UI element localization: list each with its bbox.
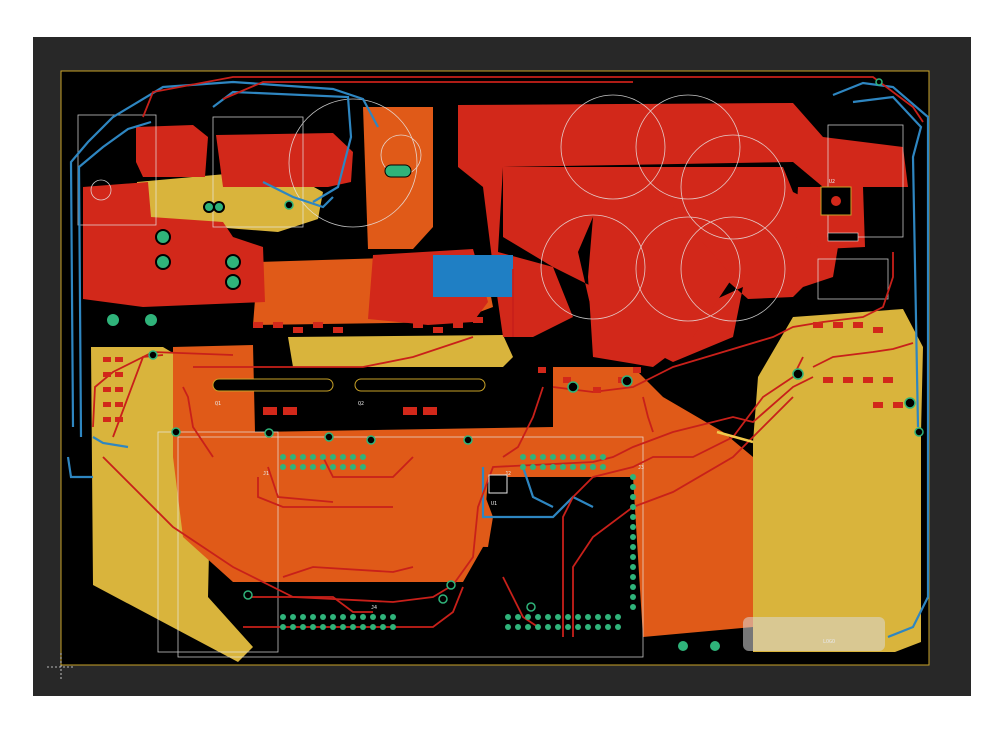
vias (105, 78, 924, 653)
header-j5 (505, 614, 621, 630)
top-copper-large-pours (83, 103, 908, 367)
pcb-viewport[interactable]: LOGO J1 J2 J3 J4 U1 U2 Q1 Q2 (33, 37, 971, 696)
logo-silkscreen: LOGO (743, 617, 885, 651)
blue-pour-region (433, 255, 513, 297)
ic-footprint-u2 (820, 186, 859, 242)
bottom-copper-pours (91, 169, 923, 662)
designators: J1 J2 J3 J4 U1 U2 Q1 Q2 (215, 179, 835, 611)
origin-crosshair-icon (47, 653, 75, 681)
designator-j2: J2 (505, 471, 511, 477)
designator-q2: Q2 (358, 401, 364, 407)
designator-q1: Q1 (215, 401, 221, 407)
header-j2 (520, 454, 606, 470)
designator-u1: U1 (491, 501, 497, 507)
header-j3 (630, 474, 636, 610)
highlighted-trace (716, 430, 754, 444)
smd-components (103, 317, 903, 422)
header-j4 (280, 614, 396, 630)
pcb-canvas[interactable]: LOGO J1 J2 J3 J4 U1 U2 Q1 Q2 (33, 37, 971, 696)
designator-j1: J1 (263, 471, 269, 477)
designator-u2: U2 (829, 179, 835, 185)
header-j1 (280, 454, 366, 470)
transistor-footprints (212, 378, 486, 392)
designator-j3: J3 (638, 465, 644, 471)
bottom-layer-traces (66, 80, 930, 639)
ic-footprint-u1 (488, 474, 508, 494)
designator-j4: J4 (371, 605, 377, 611)
logo-label: LOGO (823, 639, 835, 645)
pin-headers (280, 454, 636, 630)
